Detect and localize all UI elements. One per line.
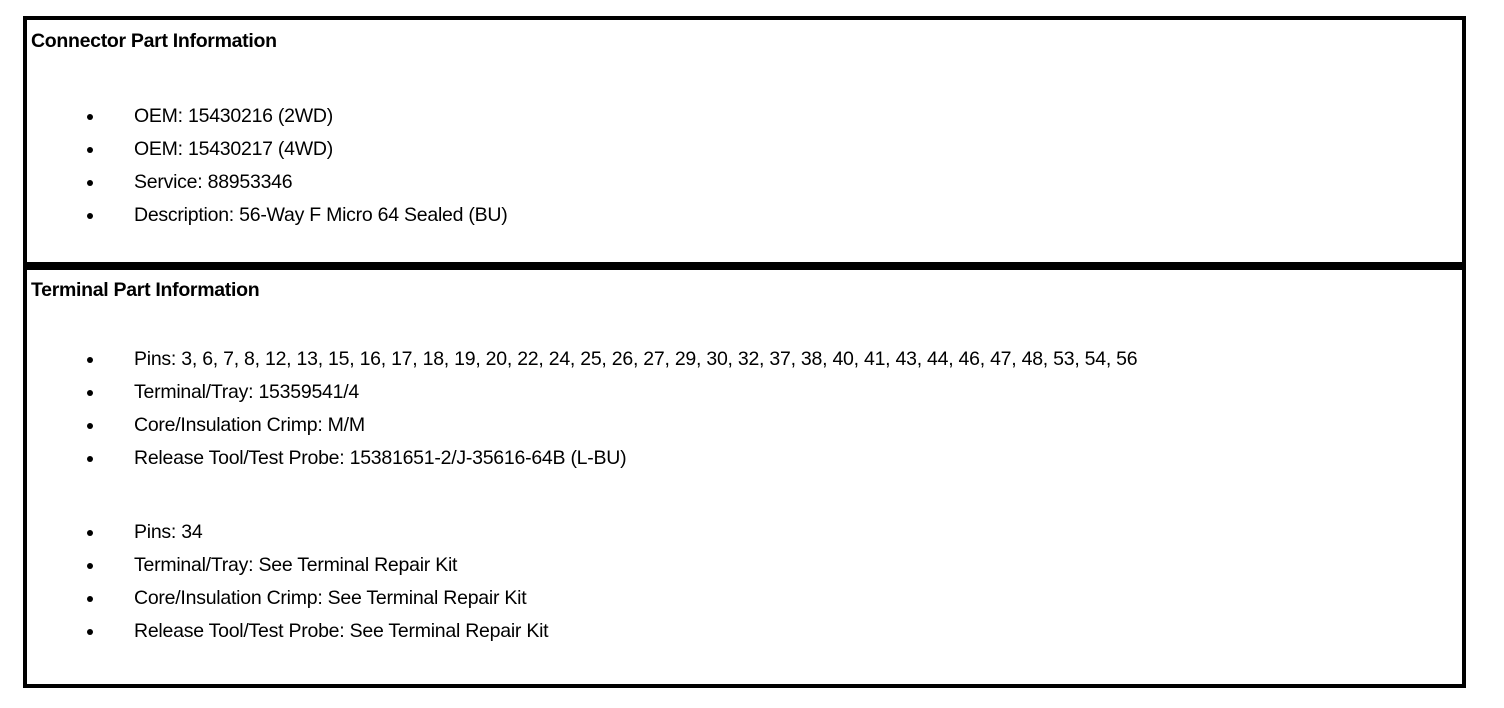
bullet-icon <box>87 595 93 602</box>
list-item-label: Service: 88953346 <box>134 171 293 193</box>
list-item-label: Release Tool/Test Probe: 15381651-2/J-35… <box>134 447 627 469</box>
connector-part-information-box: Connector Part Information OEM: 15430216… <box>23 16 1466 266</box>
list-item: Terminal/Tray: 15359541/4 <box>27 376 1462 409</box>
list-item: OEM: 15430216 (2WD) <box>27 100 1462 133</box>
list-item-label: Core/Insulation Crimp: M/M <box>134 414 365 436</box>
list-item-label: Release Tool/Test Probe: See Terminal Re… <box>134 620 549 642</box>
bullet-icon <box>87 113 93 120</box>
list-item-label: Pins: 34 <box>134 521 203 543</box>
bullet-icon <box>87 628 93 635</box>
bullet-icon <box>87 146 93 153</box>
terminal-box-content: Terminal Part Information Pins: 3, 6, 7,… <box>27 270 1462 684</box>
list-item: Description: 56-Way F Micro 64 Sealed (B… <box>27 199 1462 232</box>
connector-section-title: Connector Part Information <box>31 30 277 52</box>
bullet-icon <box>87 179 93 186</box>
connector-box-content: Connector Part Information OEM: 15430216… <box>27 20 1462 262</box>
list-item: Pins: 3, 6, 7, 8, 12, 13, 15, 16, 17, 18… <box>27 343 1462 376</box>
list-item: Terminal/Tray: See Terminal Repair Kit <box>27 549 1462 582</box>
bullet-icon <box>87 389 93 396</box>
list-item: Release Tool/Test Probe: 15381651-2/J-35… <box>27 442 1462 475</box>
list-item-label: OEM: 15430216 (2WD) <box>134 105 334 127</box>
bullet-icon <box>87 455 93 462</box>
list-item: Service: 88953346 <box>27 166 1462 199</box>
bullet-icon <box>87 422 93 429</box>
bullet-icon <box>87 212 93 219</box>
terminal-bullet-list-primary: Pins: 3, 6, 7, 8, 12, 13, 15, 16, 17, 18… <box>27 343 1462 475</box>
list-item-label: Pins: 3, 6, 7, 8, 12, 13, 15, 16, 17, 18… <box>134 348 1138 370</box>
list-item: OEM: 15430217 (4WD) <box>27 133 1462 166</box>
list-item-label: Description: 56-Way F Micro 64 Sealed (B… <box>134 204 508 226</box>
bullet-icon <box>87 562 93 569</box>
bullet-icon <box>87 529 93 536</box>
list-item: Pins: 34 <box>27 516 1462 549</box>
list-item-label: OEM: 15430217 (4WD) <box>134 138 334 160</box>
list-item-label: Terminal/Tray: 15359541/4 <box>134 381 359 403</box>
list-item-label: Core/Insulation Crimp: See Terminal Repa… <box>134 587 527 609</box>
list-item: Release Tool/Test Probe: See Terminal Re… <box>27 615 1462 648</box>
bullet-icon <box>87 356 93 363</box>
list-item: Core/Insulation Crimp: See Terminal Repa… <box>27 582 1462 615</box>
terminal-part-information-box: Terminal Part Information Pins: 3, 6, 7,… <box>23 266 1466 688</box>
list-item-label: Terminal/Tray: See Terminal Repair Kit <box>134 554 458 576</box>
terminal-bullet-list-secondary: Pins: 34 Terminal/Tray: See Terminal Rep… <box>27 516 1462 648</box>
connector-bullet-list: OEM: 15430216 (2WD) OEM: 15430217 (4WD) … <box>27 100 1462 232</box>
list-item: Core/Insulation Crimp: M/M <box>27 409 1462 442</box>
terminal-section-title: Terminal Part Information <box>31 279 260 301</box>
